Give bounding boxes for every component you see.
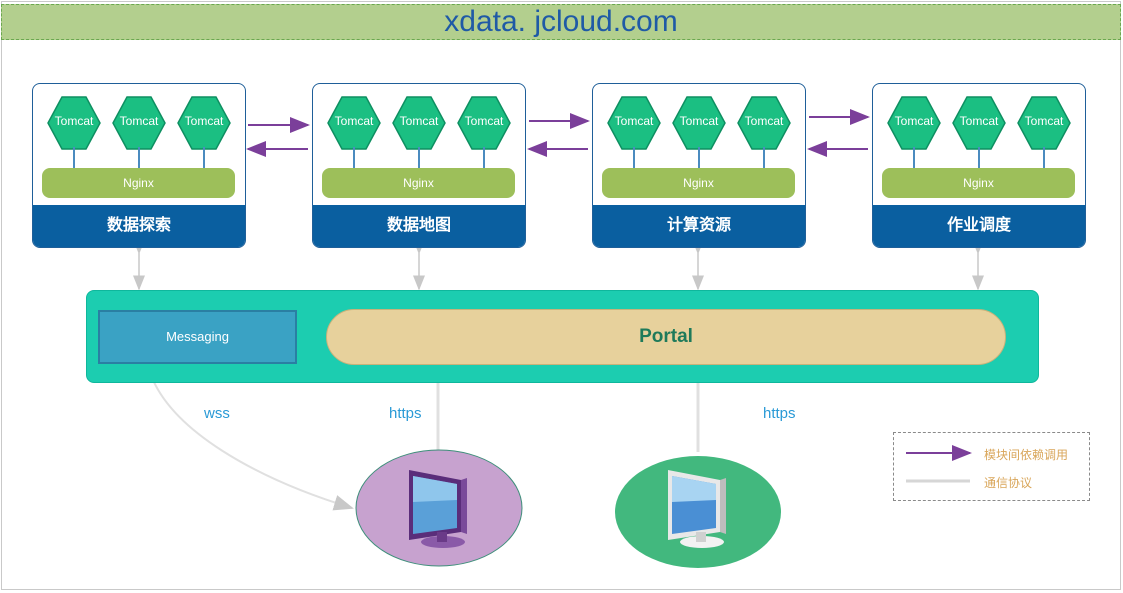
tomcat-hexagon-icon <box>392 96 446 150</box>
connector <box>483 147 485 169</box>
module-label: 数据地图 <box>313 205 525 247</box>
connector <box>353 147 355 169</box>
tomcat-hexagon-icon <box>177 96 231 150</box>
tomcat-hexagon-icon <box>457 96 511 150</box>
protocol-label-https-left: https <box>389 405 422 422</box>
tomcat-node: Tomcat <box>735 94 793 152</box>
module-data-map: Tomcat Tomcat Tomcat Nginx 数据地图 <box>312 83 526 248</box>
tomcat-node: Tomcat <box>110 94 168 152</box>
legend-dependency-label: 模块间依赖调用 <box>984 448 1069 462</box>
tomcat-hexagon-icon <box>327 96 381 150</box>
connector <box>203 147 205 169</box>
module-job-scheduling: Tomcat Tomcat Tomcat Nginx 作业调度 <box>872 83 1086 248</box>
tomcat-hexagon-icon <box>112 96 166 150</box>
connector <box>633 147 635 169</box>
connector <box>138 147 140 169</box>
tomcat-hexagon-icon <box>607 96 661 150</box>
module-label: 计算资源 <box>593 205 805 247</box>
portal-bar: Portal <box>326 309 1006 365</box>
connector <box>1043 147 1045 169</box>
tomcat-node: Tomcat <box>455 94 513 152</box>
legend: 模块间依赖调用 通信协议 <box>893 432 1090 501</box>
connector <box>418 147 420 169</box>
tomcat-node: Tomcat <box>175 94 233 152</box>
nginx-bar: Nginx <box>42 168 235 198</box>
tomcat-node: Tomcat <box>325 94 383 152</box>
module-label: 作业调度 <box>873 205 1085 247</box>
title-bar: xdata. jcloud.com <box>1 4 1121 40</box>
connector <box>978 147 980 169</box>
nginx-bar: Nginx <box>602 168 795 198</box>
connector <box>73 147 75 169</box>
tomcat-node: Tomcat <box>885 94 943 152</box>
tomcat-node: Tomcat <box>1015 94 1073 152</box>
monitor-icon <box>409 470 467 548</box>
tomcat-hexagon-icon <box>887 96 941 150</box>
connector <box>698 147 700 169</box>
protocol-label-wss: wss <box>204 405 230 422</box>
connector <box>763 147 765 169</box>
module-compute-resources: Tomcat Tomcat Tomcat Nginx 计算资源 <box>592 83 806 248</box>
wss-line <box>147 365 354 511</box>
tomcat-node: Tomcat <box>950 94 1008 152</box>
connector <box>913 147 915 169</box>
tomcat-node: Tomcat <box>670 94 728 152</box>
module-data-explore: Tomcat Tomcat Tomcat Nginx 数据探索 <box>32 83 246 248</box>
tomcat-node: Tomcat <box>605 94 663 152</box>
nginx-bar: Nginx <box>882 168 1075 198</box>
page-title: xdata. jcloud.com <box>444 5 678 38</box>
monitor-icon <box>668 470 726 548</box>
messaging-box: Messaging <box>98 310 297 364</box>
tomcat-hexagon-icon <box>47 96 101 150</box>
module-label: 数据探索 <box>33 205 245 247</box>
legend-protocol-label: 通信协议 <box>984 476 1033 490</box>
tomcat-node: Tomcat <box>390 94 448 152</box>
tomcat-hexagon-icon <box>672 96 726 150</box>
tomcat-hexagon-icon <box>737 96 791 150</box>
tomcat-node: Tomcat <box>45 94 103 152</box>
protocol-label-https-right: https <box>763 405 796 422</box>
tomcat-hexagon-icon <box>1017 96 1071 150</box>
tomcat-hexagon-icon <box>952 96 1006 150</box>
nginx-bar: Nginx <box>322 168 515 198</box>
